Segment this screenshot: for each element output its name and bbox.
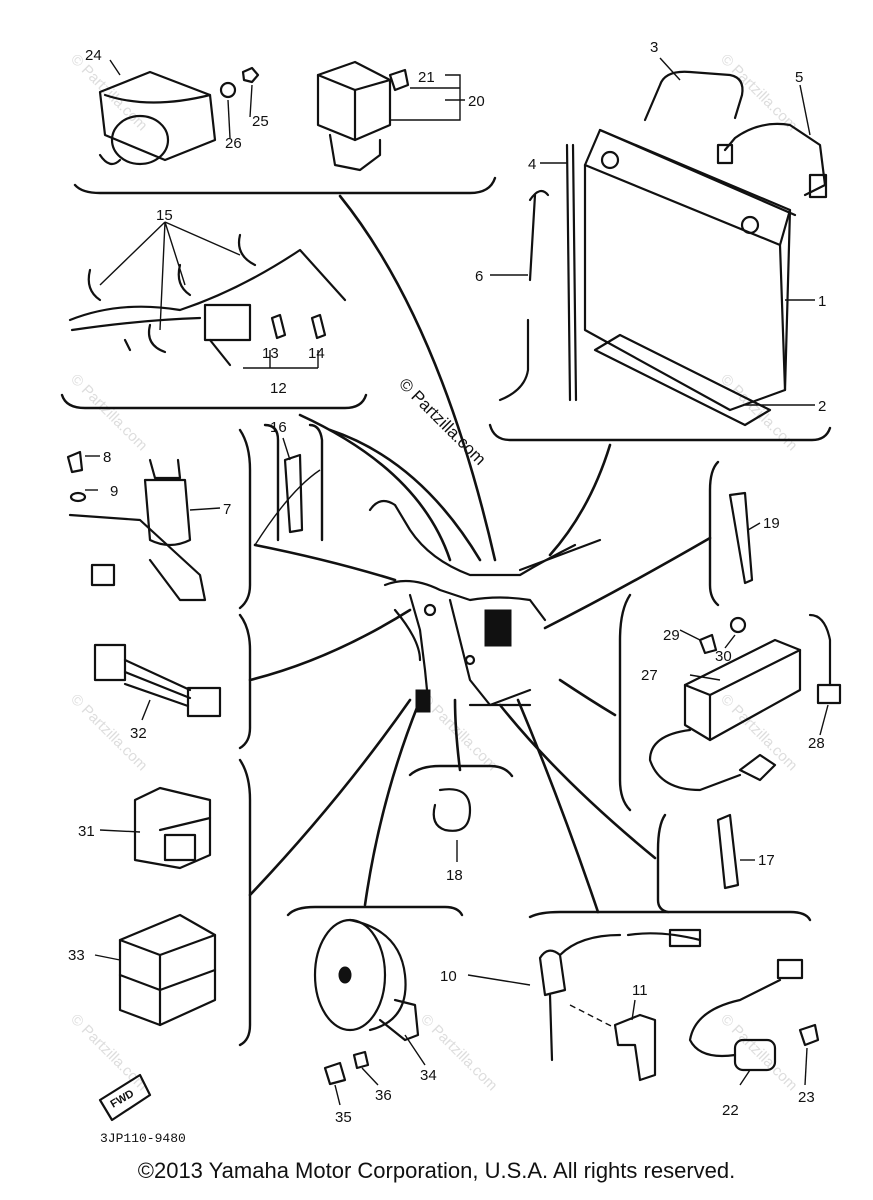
watermark: © Partzilla.com <box>717 1011 800 1094</box>
fuse-13 <box>270 313 287 340</box>
label-34: 34 <box>420 1067 437 1084</box>
battery-tray <box>593 333 772 427</box>
label-22: 22 <box>722 1102 739 1119</box>
breather-pipe <box>565 143 572 402</box>
part-28 <box>808 613 832 687</box>
battery-lead <box>723 122 827 197</box>
clamp-18 <box>432 788 472 832</box>
label-3: 3 <box>650 39 658 56</box>
connector-lines <box>248 194 712 914</box>
watermark: © Partzilla.com <box>717 371 800 454</box>
cdi-unit <box>648 638 802 792</box>
label-11: 11 <box>632 982 648 999</box>
label-30: 30 <box>715 648 732 665</box>
label-14: 14 <box>308 345 325 362</box>
diagram-code: 3JP110-9480 <box>100 1131 186 1146</box>
label-21: 21 <box>418 69 435 86</box>
harness-clamps <box>68 233 347 367</box>
label-13: 13 <box>262 345 279 362</box>
forward-arrow: FWD <box>98 1073 152 1122</box>
label-24: 24 <box>85 47 102 64</box>
bolt-29 <box>698 633 718 655</box>
negative-lead <box>498 193 537 402</box>
label-10: 10 <box>440 968 457 985</box>
label-1: 1 <box>818 293 826 310</box>
label-5: 5 <box>795 69 803 86</box>
label-28: 28 <box>808 735 825 752</box>
watermark: © Partzilla.com <box>717 691 800 774</box>
label-20: 20 <box>468 93 485 110</box>
label-12: 12 <box>270 380 287 397</box>
label-23: 23 <box>798 1089 815 1106</box>
label-4: 4 <box>528 156 536 173</box>
sub-wire-harness <box>93 643 222 718</box>
battery-strap <box>643 70 744 122</box>
part-19 <box>728 491 754 585</box>
label-2: 2 <box>818 398 826 415</box>
watermark-main: © Partzilla.com <box>395 374 489 468</box>
label-15: 15 <box>156 207 173 224</box>
copyright-notice: ©2013 Yamaha Motor Corporation, U.S.A. A… <box>137 1158 736 1183</box>
bolt-8 <box>66 450 84 474</box>
label-18: 18 <box>446 867 463 884</box>
cable-band-16 <box>283 453 304 534</box>
label-27: 27 <box>641 667 658 684</box>
label-8: 8 <box>103 449 111 466</box>
battery <box>583 128 797 412</box>
horn <box>313 918 420 1042</box>
label-36: 36 <box>375 1087 392 1104</box>
leader-lines <box>85 57 829 1106</box>
label-17: 17 <box>758 852 775 869</box>
main-switch <box>68 458 207 602</box>
watermark: © Partzilla.com <box>717 51 800 134</box>
label-19: 19 <box>763 515 780 532</box>
cable-band-17 <box>716 813 740 890</box>
label-9: 9 <box>110 483 118 500</box>
label-29: 29 <box>663 627 680 644</box>
label-26: 26 <box>225 135 242 152</box>
fuse-14 <box>310 313 327 340</box>
watermark: © Partzilla.com <box>67 371 150 454</box>
label-16: 16 <box>270 419 287 436</box>
bolt-35 <box>323 1061 347 1086</box>
wire-harness <box>368 499 602 713</box>
neutral-switch <box>538 928 702 1062</box>
bracket-11 <box>613 1013 657 1082</box>
relay-33 <box>118 913 217 1027</box>
relay-31 <box>133 786 212 870</box>
washer-9 <box>69 491 87 503</box>
nut-25 <box>241 66 260 84</box>
label-6: 6 <box>475 268 483 285</box>
sensor-22 <box>688 958 804 1072</box>
group-brackets <box>60 176 832 1047</box>
watermark: © Partzilla.com <box>67 51 150 134</box>
label-35: 35 <box>335 1109 352 1126</box>
washer-30 <box>729 616 747 634</box>
part-labels: 1 2 3 4 5 6 7 8 9 10 11 12 13 14 15 16 1… <box>68 39 826 1126</box>
label-32: 32 <box>130 725 147 742</box>
ignition-coil <box>98 70 217 166</box>
label-31: 31 <box>78 823 95 840</box>
watermark: © Partzilla.com <box>67 1011 150 1094</box>
starter-relay <box>316 60 392 172</box>
fuse-21 <box>388 68 410 92</box>
label-7: 7 <box>223 501 231 518</box>
label-33: 33 <box>68 947 85 964</box>
label-25: 25 <box>252 113 269 130</box>
washer-26 <box>219 81 237 99</box>
nut-36 <box>352 1050 370 1070</box>
screw-23 <box>798 1023 820 1047</box>
